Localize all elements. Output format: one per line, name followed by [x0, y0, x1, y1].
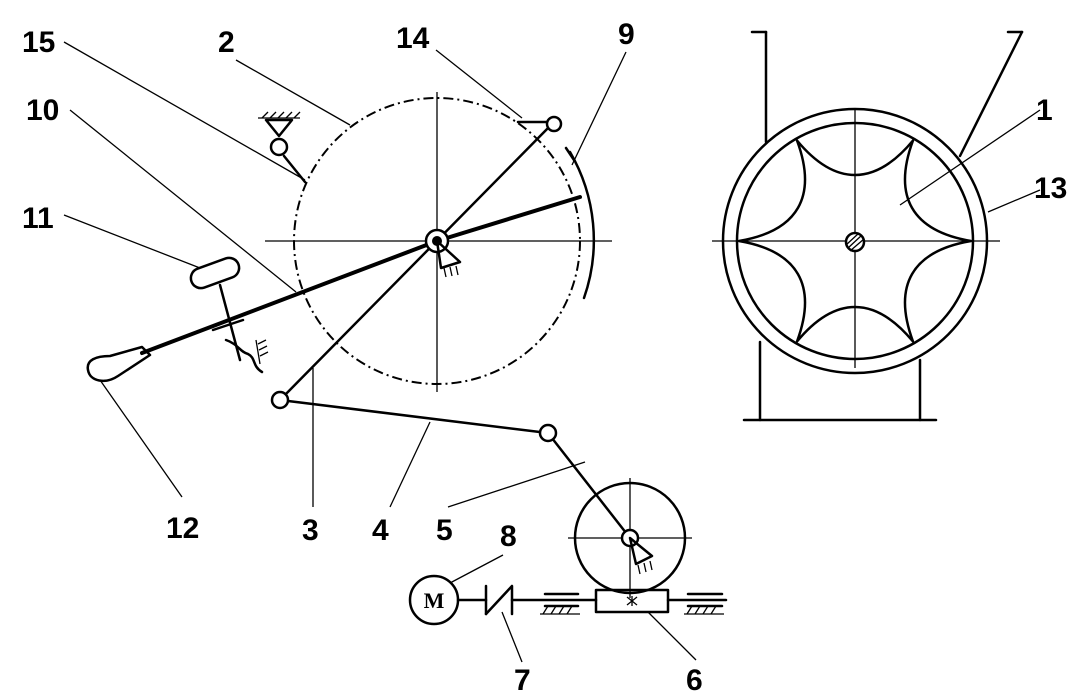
link-4	[278, 398, 550, 435]
label-10: 10	[26, 94, 59, 127]
lever-upper	[435, 195, 582, 243]
small-disc	[568, 478, 692, 598]
latch-knob	[189, 256, 241, 290]
label-14: 14	[396, 22, 430, 55]
lever-rod	[140, 239, 439, 355]
crank-arm	[278, 122, 554, 402]
leader-lines	[63, 41, 1041, 663]
motor-symbol: M	[424, 588, 445, 613]
label-15: 15	[22, 26, 55, 59]
label-4: 4	[372, 514, 389, 547]
label-8: 8	[500, 520, 517, 553]
joint-4-5	[538, 423, 558, 443]
part-labels: 15 2 14 9 10 11 12 3 4 5 8 7 6 1 13	[22, 18, 1067, 696]
sector-scale	[568, 150, 596, 300]
label-9: 9	[618, 18, 635, 51]
label-2: 2	[218, 26, 235, 59]
label-1: 1	[1036, 94, 1053, 127]
link-5	[546, 431, 632, 540]
label-11: 11	[22, 202, 54, 235]
latch-spring	[224, 338, 264, 374]
hopper-right-wall	[958, 30, 1024, 158]
label-7: 7	[514, 664, 531, 696]
latch-handle-11	[189, 256, 269, 374]
label-6: 6	[686, 664, 703, 696]
main-disc-assembly	[140, 92, 612, 402]
pivot-ground	[435, 239, 462, 270]
label-5: 5	[436, 514, 453, 547]
label-12: 12	[166, 512, 199, 545]
hand-grip-12	[86, 345, 152, 383]
label-13: 13	[1034, 172, 1067, 205]
joint-14	[545, 115, 563, 133]
linkage	[270, 390, 632, 540]
rotary-feeder	[712, 30, 1024, 422]
drive-train: M	[408, 574, 728, 626]
joint-3-4	[270, 390, 290, 410]
label-3: 3	[302, 514, 319, 547]
stop-15	[258, 111, 307, 184]
